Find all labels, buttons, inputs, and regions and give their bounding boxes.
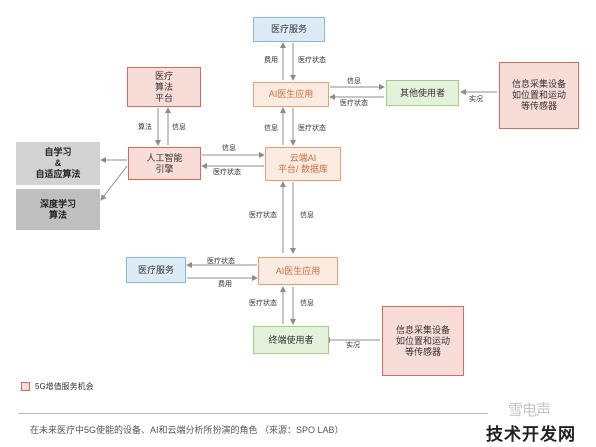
deep-learning-algorithm-box: 深度学习 算法 <box>16 189 100 230</box>
label-fee-bottom: 费用 <box>218 281 232 288</box>
other-users-box: 其他使用者 <box>386 80 459 106</box>
label-impl-bottom: 实况 <box>346 342 360 349</box>
label-info-app-cloud: 信息 <box>264 125 278 132</box>
figure-caption: 在未来医疗中5G使能的设备、AI和云端分析所扮演的角色 （来源：SPO LAB） <box>30 425 344 435</box>
medical-algorithm-platform-box: 医疗 算法 平台 <box>127 67 201 107</box>
label-algorithm: 算法 <box>138 124 152 131</box>
self-learning-algorithm-box: 自学习 & 自适应算法 <box>16 142 100 185</box>
terminal-users-box: 终端使用者 <box>253 326 329 354</box>
label-status-app-term: 医疗状态 <box>249 300 277 307</box>
watermark-logo: 雪电声 <box>508 402 551 419</box>
arrow-engine-gray-2 <box>100 165 128 201</box>
label-impl-top: 实况 <box>469 96 483 103</box>
label-info-app-term: 信息 <box>300 300 314 307</box>
ai-doctor-app-bottom-box: AI医生应用 <box>258 257 338 285</box>
label-status-service-bottom: 医疗状态 <box>207 258 235 265</box>
label-status-other: 医疗状态 <box>340 100 368 107</box>
legend-swatch <box>21 382 30 391</box>
sensor-device-top-box: 信息采集设备 如位置和运动 等传感器 <box>499 62 579 129</box>
ai-engine-box: 人工智能 引擎 <box>128 147 201 180</box>
sensor-device-bottom-box: 信息采集设备 如位置和运动 等传感器 <box>382 306 464 376</box>
label-status-app-cloud: 医疗状态 <box>298 125 326 132</box>
watermark-text: 技术开发网 <box>486 425 576 444</box>
label-info-algo: 信息 <box>172 124 186 131</box>
label-info-engine: 信息 <box>222 145 236 152</box>
label-fee-top: 费用 <box>264 57 278 64</box>
medical-service-bottom-box: 医疗服务 <box>126 257 186 283</box>
cloud-ai-platform-box: 云端AI 平台/ 数据库 <box>265 147 341 181</box>
label-info-other: 信息 <box>347 78 361 85</box>
label-status-cloud-down: 医疗状态 <box>249 212 277 219</box>
caption-divider <box>18 413 488 414</box>
ai-doctor-app-top-box: AI医生应用 <box>253 82 329 107</box>
label-status-engine: 医疗状态 <box>213 169 241 176</box>
legend-label: 5G增值服务机会 <box>35 382 94 391</box>
label-info-cloud-down: 信息 <box>300 212 314 219</box>
medical-service-top-box: 医疗服务 <box>253 17 325 42</box>
label-status-top: 医疗状态 <box>298 57 326 64</box>
